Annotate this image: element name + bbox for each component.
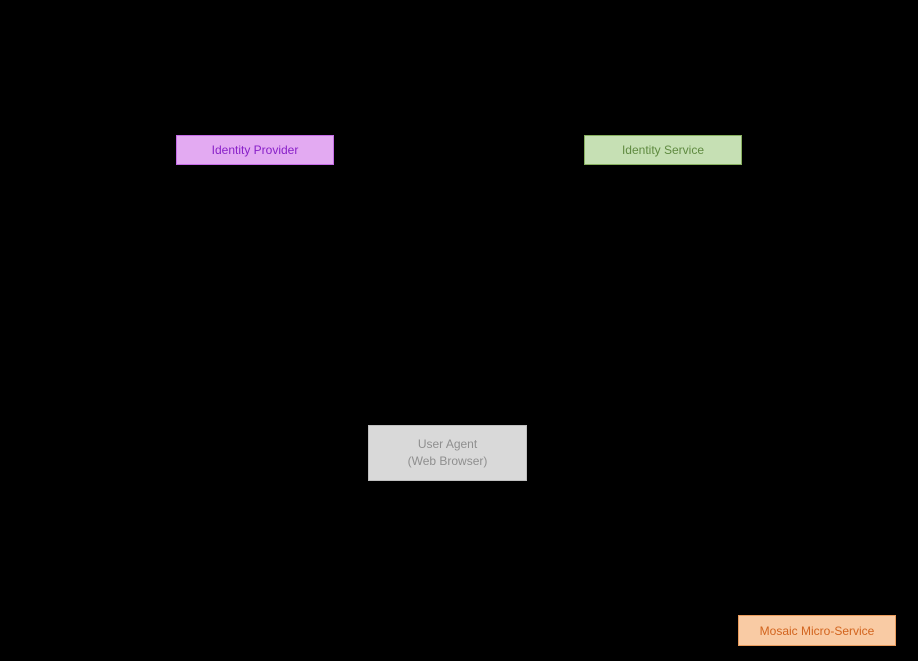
node-identity-provider-label: Identity Provider (211, 143, 299, 157)
node-mosaic-micro-service-label: Mosaic Micro-Service (759, 623, 875, 638)
node-identity-provider: Identity Provider (176, 135, 334, 165)
node-identity-service: Identity Service (584, 135, 742, 165)
node-user-agent: User Agent (Web Browser) (368, 425, 527, 481)
node-mosaic-micro-service: Mosaic Micro-Service (738, 615, 896, 646)
node-user-agent-label-line2: (Web Browser) (407, 454, 488, 468)
node-identity-service-label: Identity Service (621, 143, 705, 157)
node-user-agent-label-line1: User Agent (417, 437, 478, 451)
